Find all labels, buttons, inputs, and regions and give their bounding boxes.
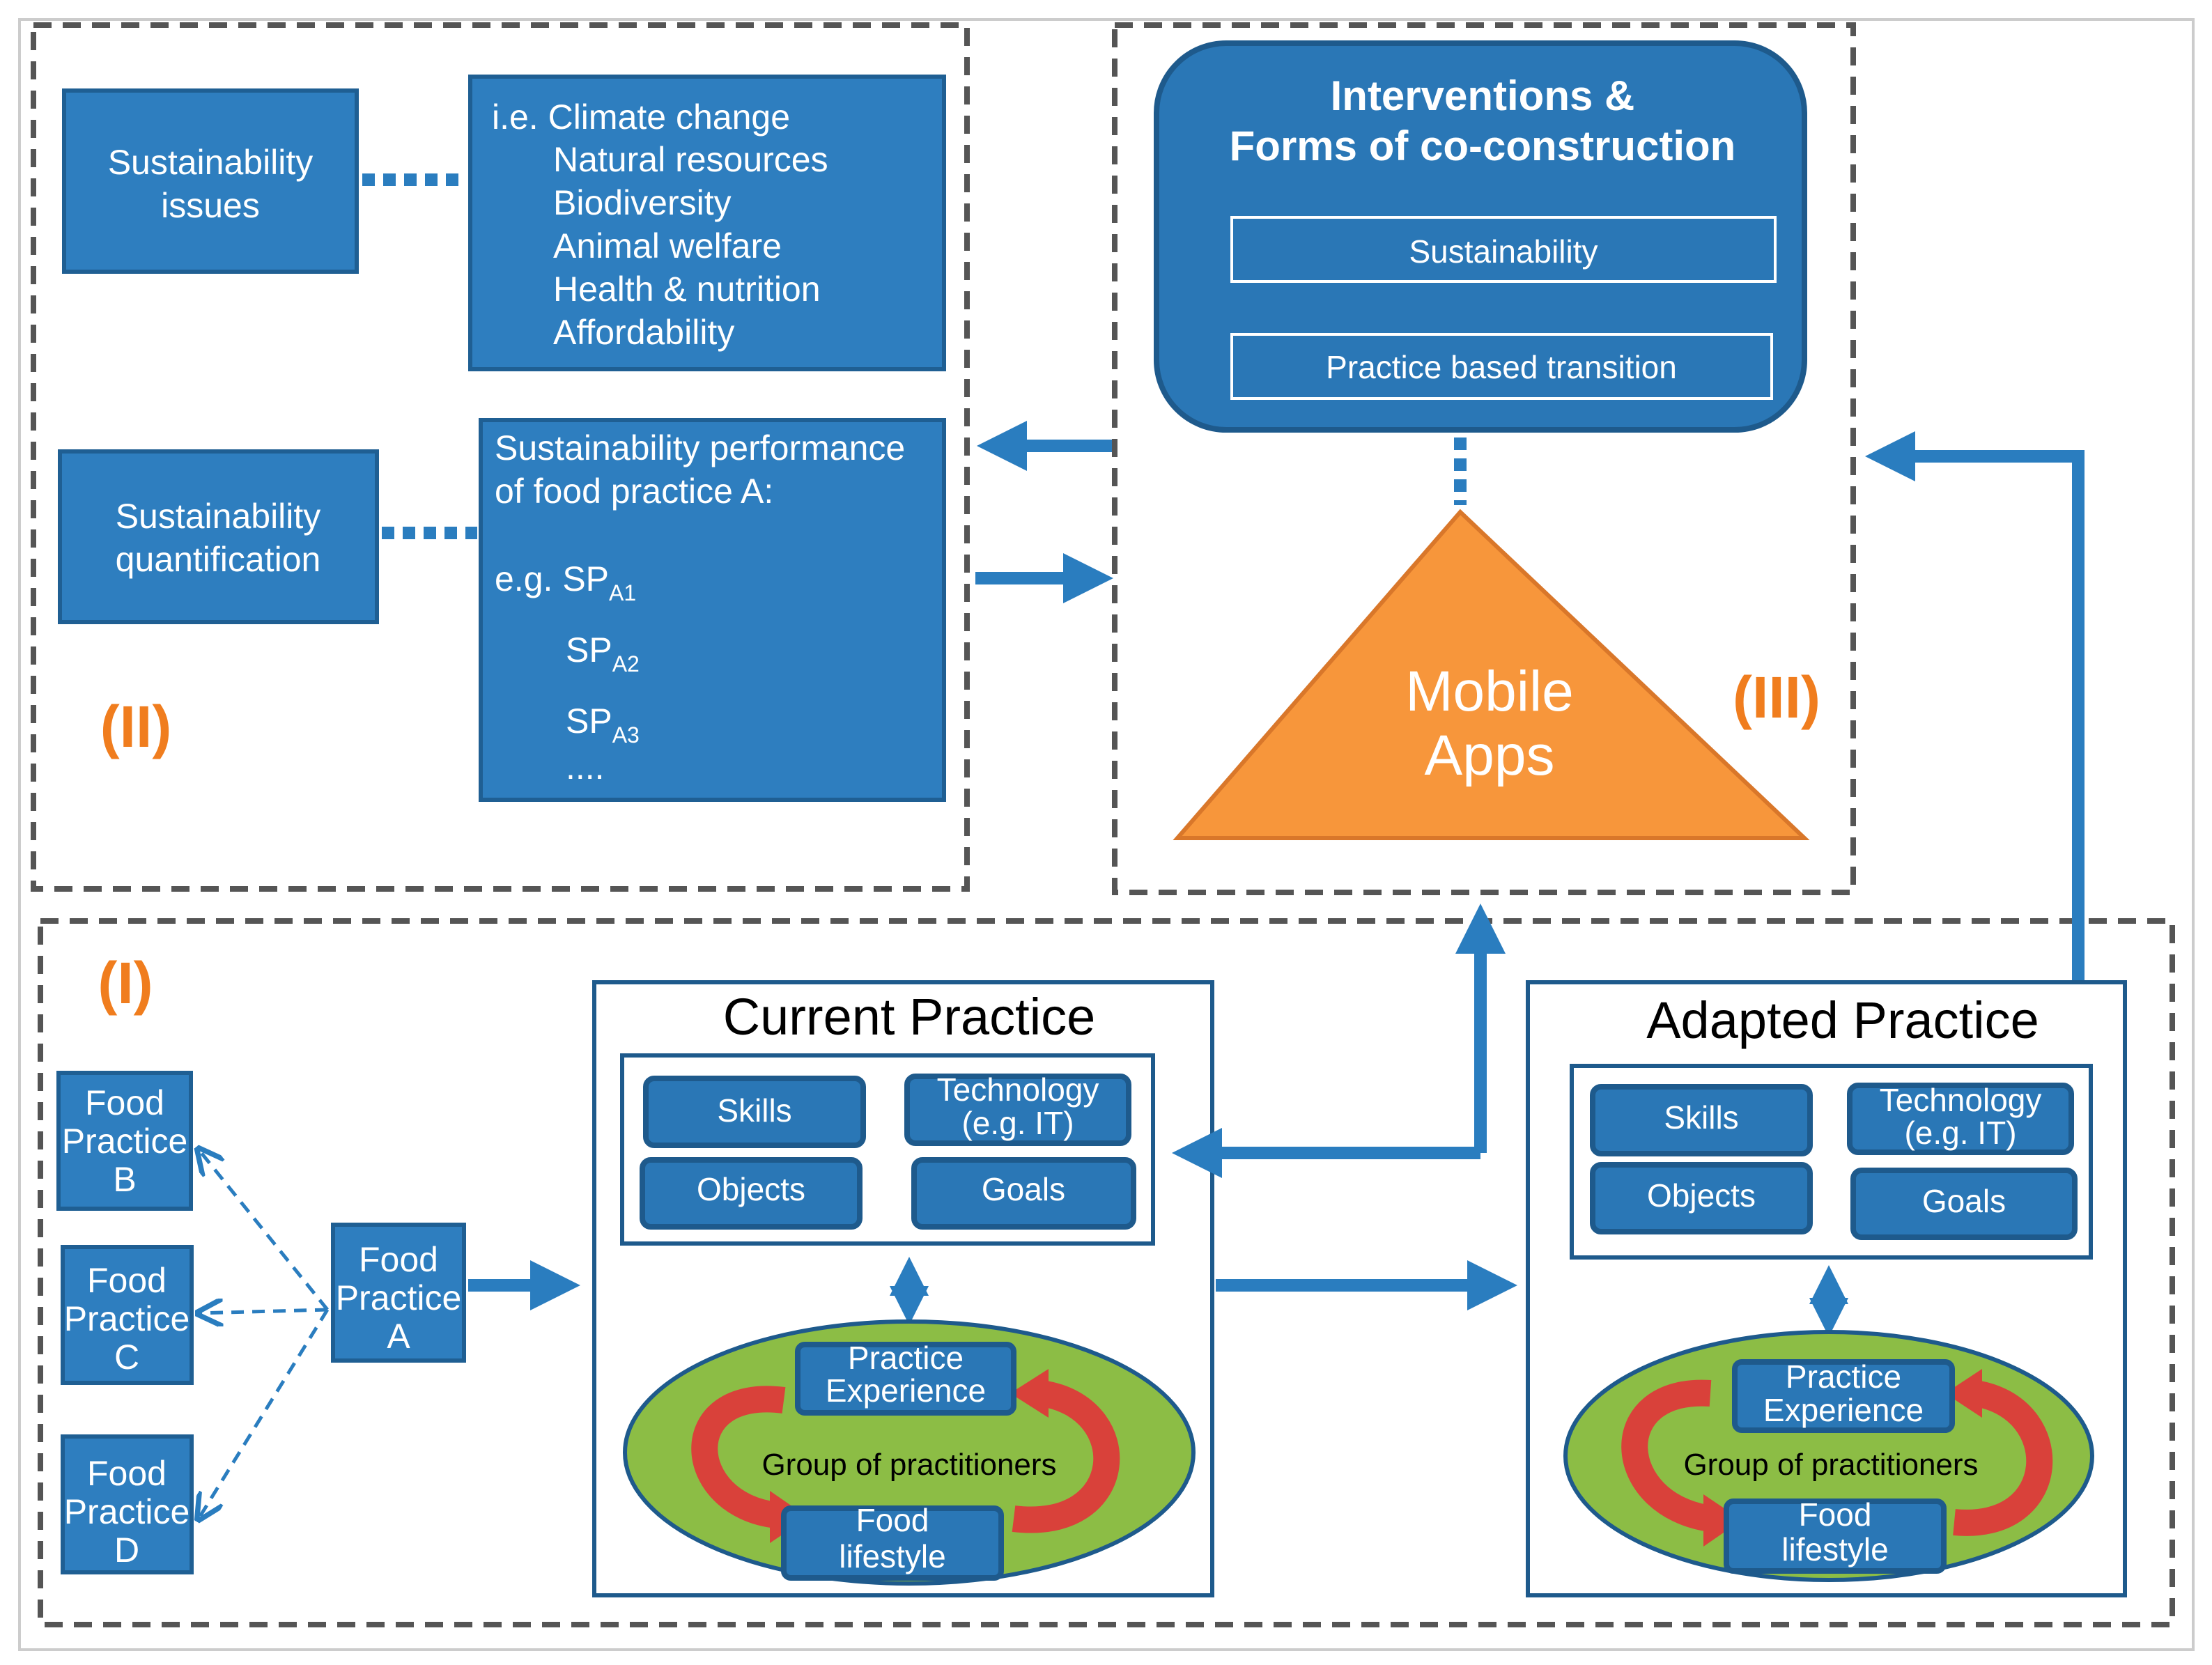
adapted-cycle-arrow-left	[1621, 1379, 1713, 1532]
mobile-apps-line1: Mobile	[1405, 660, 1574, 723]
issue-item: Affordability	[553, 313, 734, 352]
issue-item: Biodiversity	[553, 183, 732, 222]
interventions-title-line2: Forms of co-construction	[1230, 123, 1736, 169]
current-practice-line1: Practice	[848, 1340, 964, 1376]
svg-text:A: A	[387, 1317, 410, 1356]
adapted-practice-line1: Practice	[1786, 1358, 1901, 1395]
svg-text:Food: Food	[85, 1083, 164, 1122]
current-cycle-arrow-right	[1012, 1380, 1120, 1533]
section-label-two: (II)	[100, 694, 172, 759]
sustainability-quantification-box: Sustainability quantification	[58, 449, 379, 624]
svg-text:Practice: Practice	[62, 1122, 188, 1161]
current-practice-title: Current Practice	[723, 988, 1096, 1046]
issue-item: Health & nutrition	[553, 270, 821, 309]
adapted-lifestyle-line2: lifestyle	[1781, 1531, 1888, 1567]
svg-text:C: C	[114, 1338, 139, 1377]
adapted-cycle-arrow-right	[1953, 1380, 2053, 1536]
adapted-technology-line1: Technology	[1880, 1082, 2042, 1118]
issue-item: Natural resources	[553, 140, 828, 179]
dashed-arrow-to-c	[199, 1310, 328, 1313]
current-practice-panel: Current Practice Skills Technology (e.g.…	[592, 980, 1214, 1597]
current-objects: Objects	[697, 1171, 805, 1207]
interventions-box: Interventions & Forms of co-construction…	[1154, 40, 1807, 433]
svg-text:Practice: Practice	[64, 1492, 190, 1531]
food-practice-c: Food Practice C	[61, 1245, 194, 1385]
performance-line2: of food practice A:	[495, 472, 773, 511]
dashed-arrow-to-d	[199, 1308, 330, 1519]
svg-text:Food: Food	[87, 1454, 167, 1493]
adapted-practice-line2: Experience	[1763, 1392, 1924, 1428]
current-group-label: Group of practitioners	[761, 1448, 1056, 1482]
section-label-three: (III)	[1733, 665, 1820, 730]
adapted-practice-panel: Adapted Practice Skills Technology (e.g.…	[1526, 980, 2127, 1597]
performance-sp-a3: SPA3	[566, 702, 640, 748]
current-technology-line2: (e.g. IT)	[961, 1105, 1074, 1141]
current-technology-line1: Technology	[937, 1071, 1099, 1108]
section-three-frame	[1112, 22, 1856, 895]
current-practice-line2: Experience	[826, 1372, 986, 1409]
current-lifestyle-line2: lifestyle	[839, 1538, 945, 1574]
adapted-skills: Skills	[1664, 1099, 1738, 1136]
svg-text:Food: Food	[87, 1261, 167, 1300]
current-lifestyle-line1: Food	[856, 1502, 929, 1538]
performance-more: ....	[566, 748, 605, 787]
quantification-line1: Sustainability	[116, 497, 321, 536]
current-cycle-arrow-left	[691, 1386, 786, 1528]
food-practice-d: Food Practice D	[61, 1434, 194, 1574]
arrow-adapted-to-section-three	[1865, 431, 2085, 981]
adapted-practice-title: Adapted Practice	[1646, 991, 2039, 1049]
inner-item-transition: Practice based transition	[1326, 349, 1677, 385]
adapted-goals: Goals	[1922, 1183, 2006, 1219]
mobile-apps-triangle: Mobile Apps	[1173, 509, 1810, 840]
performance-line1: Sustainability performance	[495, 428, 905, 467]
inner-item-sustainability: Sustainability	[1409, 233, 1598, 270]
current-skills: Skills	[717, 1092, 791, 1129]
food-practice-b: Food Practice B	[56, 1071, 193, 1211]
svg-text:Practice: Practice	[64, 1299, 190, 1338]
adapted-group-label: Group of practitioners	[1683, 1448, 1978, 1482]
dashed-arrow-to-b	[199, 1149, 329, 1311]
food-practice-a: Food Practice A	[331, 1223, 466, 1363]
sustainability-issues-box: Sustainability issues	[62, 88, 359, 274]
performance-box: Sustainability performance of food pract…	[479, 418, 946, 802]
adapted-technology-line2: (e.g. IT)	[1904, 1115, 2016, 1151]
adapted-objects: Objects	[1647, 1177, 1756, 1214]
current-goals: Goals	[982, 1171, 1065, 1207]
performance-sp-a1: e.g. SPA1	[495, 559, 636, 605]
adapted-lifestyle-line1: Food	[1799, 1496, 1872, 1533]
section-one-frame	[38, 918, 2175, 1627]
sustainability-issues-line2: issues	[161, 186, 260, 225]
section-two-frame	[31, 22, 970, 892]
svg-text:Practice: Practice	[336, 1278, 462, 1317]
mobile-apps-line2: Apps	[1425, 724, 1555, 787]
issue-item: Animal welfare	[553, 226, 782, 265]
interventions-title-line1: Interventions &	[1331, 72, 1635, 119]
issues-list-intro: i.e. Climate change	[492, 98, 790, 137]
svg-text:D: D	[114, 1531, 139, 1570]
issues-list-box: i.e. Climate change Natural resources Bi…	[468, 75, 946, 371]
svg-text:Food: Food	[359, 1240, 438, 1279]
sustainability-issues-line1: Sustainability	[108, 143, 314, 182]
section-label-one: (I)	[98, 950, 153, 1016]
performance-sp-a2: SPA2	[566, 630, 640, 676]
svg-text:B: B	[113, 1160, 136, 1199]
quantification-line2: quantification	[116, 540, 321, 579]
